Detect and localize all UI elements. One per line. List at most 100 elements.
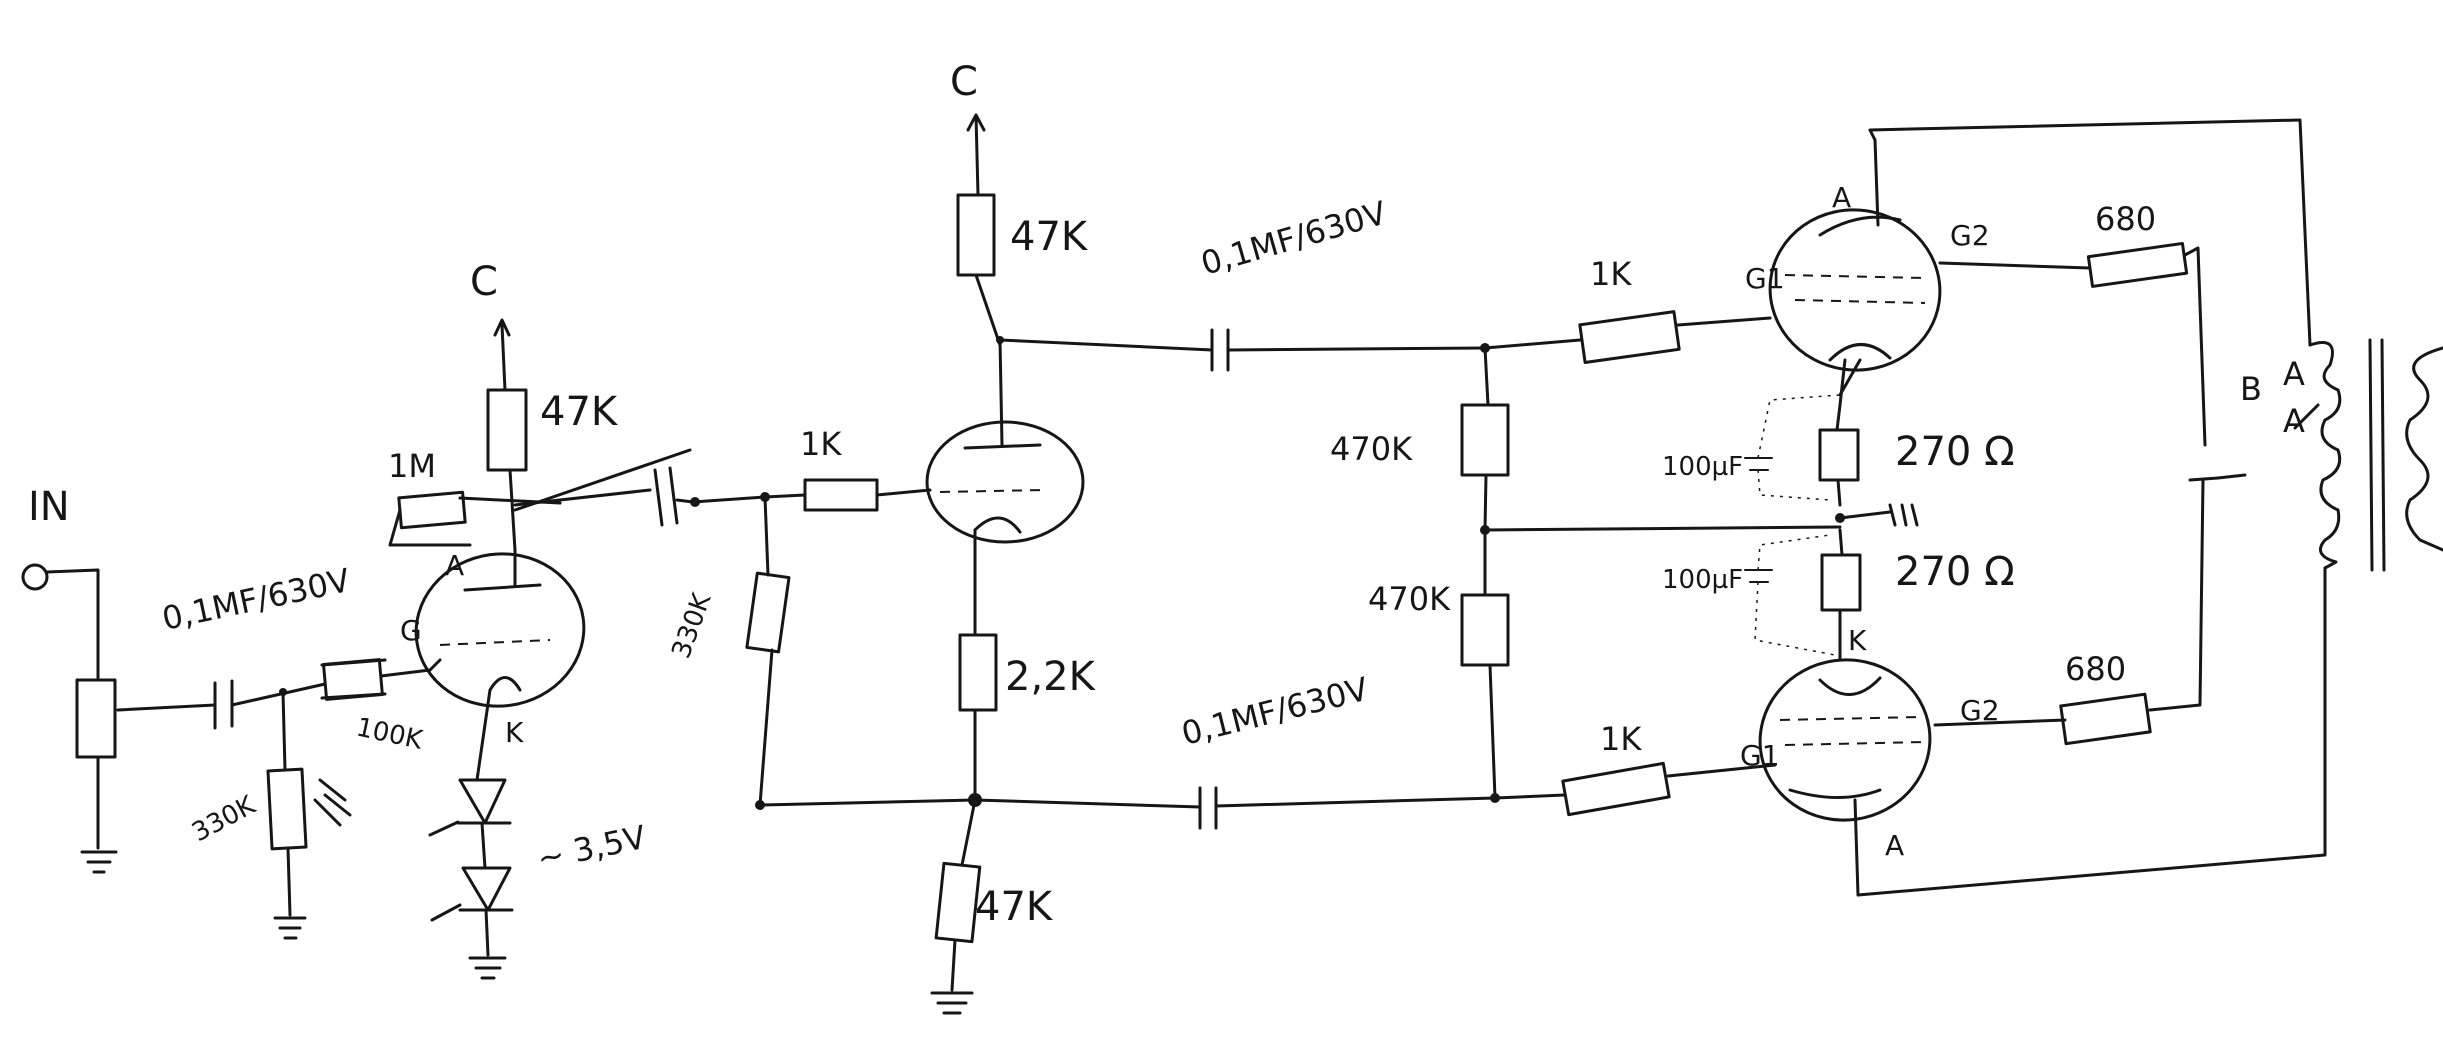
wire: [1754, 581, 1836, 656]
grid-leak-label: 330K: [187, 790, 261, 848]
cathode: [973, 516, 1022, 534]
cathode-bias-label: ~ 3,5V: [534, 818, 649, 878]
wire: [1488, 663, 1497, 800]
resistor: [397, 490, 467, 530]
cathode: [1818, 676, 1882, 696]
capacitor: [213, 679, 234, 730]
input-cap-label: 0,1MF/630V: [159, 561, 353, 638]
cathode: [488, 676, 522, 692]
upper-pin-anode: A: [1832, 181, 1851, 214]
input-jack: [21, 563, 49, 591]
resistor: [486, 388, 528, 472]
resistor: [1460, 593, 1510, 667]
upper-grid-stopper-label: 1K: [1590, 255, 1632, 293]
anode: [963, 338, 1042, 450]
ground-symbol: [273, 846, 307, 940]
feedback-res-label: 1M: [388, 447, 436, 485]
wire: [1483, 338, 1582, 350]
lower-grid-stopper-label: 1K: [1600, 720, 1642, 758]
wire: [1838, 358, 1862, 407]
resistor: [1561, 761, 1671, 817]
lower-pin-cathode: K: [1848, 624, 1867, 657]
upper-pin-grid2: G2: [1950, 219, 1990, 252]
wire: [1757, 534, 1831, 571]
triode-tube-1: [414, 552, 586, 708]
wire: [1226, 346, 1487, 352]
wire: [1483, 346, 1490, 407]
cathode: [1828, 343, 1892, 362]
wire: [2188, 476, 2220, 482]
input-pot: [75, 678, 117, 759]
stage1: 0,1MF/630V 330K 100K A G K ~ 3,5V: [159, 259, 767, 980]
wire: [428, 658, 442, 672]
anode: [1788, 788, 1882, 897]
wire: [45, 568, 100, 682]
wire: [1868, 118, 2312, 347]
upper-screen-res-label: 680: [2095, 200, 2156, 238]
wire: [513, 448, 692, 512]
grid-leak-2-label: 330K: [666, 589, 717, 663]
capacitor: [653, 466, 679, 527]
electrolytic-cap: [1744, 457, 1773, 471]
ground-symbol: [930, 938, 974, 1015]
output-transformer: B A A: [2216, 338, 2443, 572]
tap-wire: [2293, 403, 2320, 430]
input-label: IN: [28, 484, 70, 530]
wire: [379, 668, 432, 678]
wire: [513, 488, 652, 507]
supply-label-2: C: [950, 59, 978, 105]
pentode-tube-upper: [1768, 208, 1942, 372]
wire: [763, 495, 770, 577]
wire: [1856, 566, 2327, 897]
wire: [960, 798, 977, 867]
anode: [463, 548, 542, 592]
secondary-winding: [2405, 346, 2443, 552]
tap-label-a2: A: [2283, 402, 2305, 440]
coupling: 0,1MF/630V 0,1MF/630V 470K 470K: [1178, 194, 1842, 830]
cathode-res-2-label: 2,2K: [1005, 654, 1097, 700]
wire: [230, 682, 327, 707]
lower-cathode-cap-label: 100µF: [1662, 565, 1743, 595]
grid-stopper-label: 100K: [354, 713, 426, 756]
wire: [475, 688, 492, 782]
junction: [690, 497, 700, 507]
upper-pin-grid1: G1: [1745, 262, 1785, 295]
ground-symbol: [468, 908, 507, 980]
resistor: [2059, 692, 2152, 746]
led-arrow: [428, 820, 460, 837]
wire: [500, 323, 507, 392]
wire: [875, 488, 932, 497]
grid-stopper-2-label: 1K: [800, 425, 842, 463]
resistor: [956, 193, 996, 277]
wire: [458, 468, 562, 552]
supply-arrow: [493, 318, 511, 337]
capacitor: [1198, 786, 1218, 830]
diode: [456, 778, 512, 825]
resistor: [1818, 428, 1860, 482]
supply-label-1: C: [470, 259, 498, 305]
scribble: [313, 778, 352, 827]
output-stage: 1K 1K A G1 G2 A G1 G2 K 680 680: [1483, 118, 2327, 897]
ground-symbol: [80, 850, 118, 874]
resistor: [745, 571, 791, 654]
wire: [1835, 403, 1842, 432]
wire: [1493, 793, 1567, 800]
led-arrow: [430, 903, 462, 922]
anode: [1818, 138, 1902, 237]
wire: [1757, 394, 1841, 459]
supply-arrow: [966, 113, 986, 197]
pin-grid: G: [400, 614, 422, 647]
wire: [2183, 246, 2207, 447]
resistor: [803, 478, 879, 512]
upper-grid-res-label: 470K: [1330, 430, 1413, 468]
wire: [998, 338, 1214, 352]
pin-anode: A: [445, 549, 464, 582]
primary-winding: [2308, 341, 2342, 570]
grids: [1779, 716, 1926, 746]
junction: [755, 800, 765, 810]
tap-label-b: B: [2240, 370, 2262, 408]
wire: [1933, 718, 2067, 727]
resistor: [1578, 310, 1681, 364]
